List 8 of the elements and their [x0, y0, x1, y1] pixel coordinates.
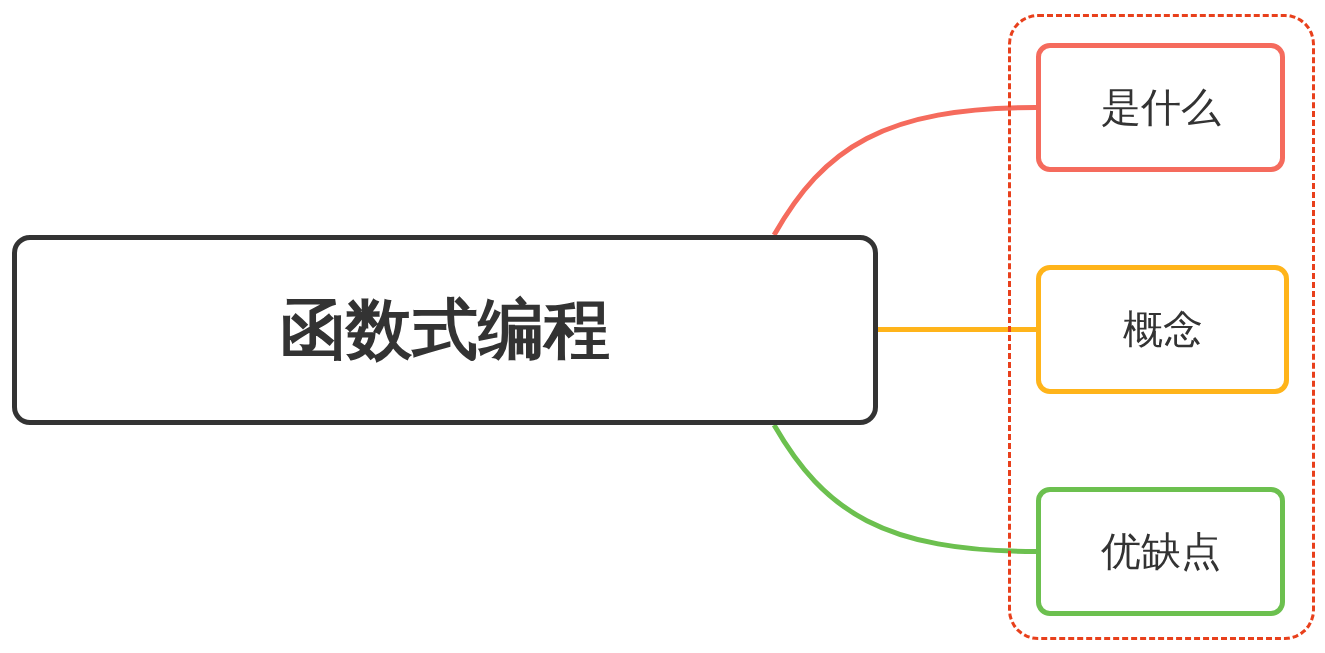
topic-box: 函数式编程: [12, 235, 878, 425]
subtopic-box: 概念: [1036, 265, 1289, 394]
connector: [771, 423, 1037, 554]
subtopic-box: 优缺点: [1036, 487, 1285, 616]
connector: [771, 105, 1037, 237]
connector: [878, 327, 1036, 332]
group-frame: [1008, 14, 1315, 640]
subtopic-box: 是什么: [1036, 43, 1285, 172]
